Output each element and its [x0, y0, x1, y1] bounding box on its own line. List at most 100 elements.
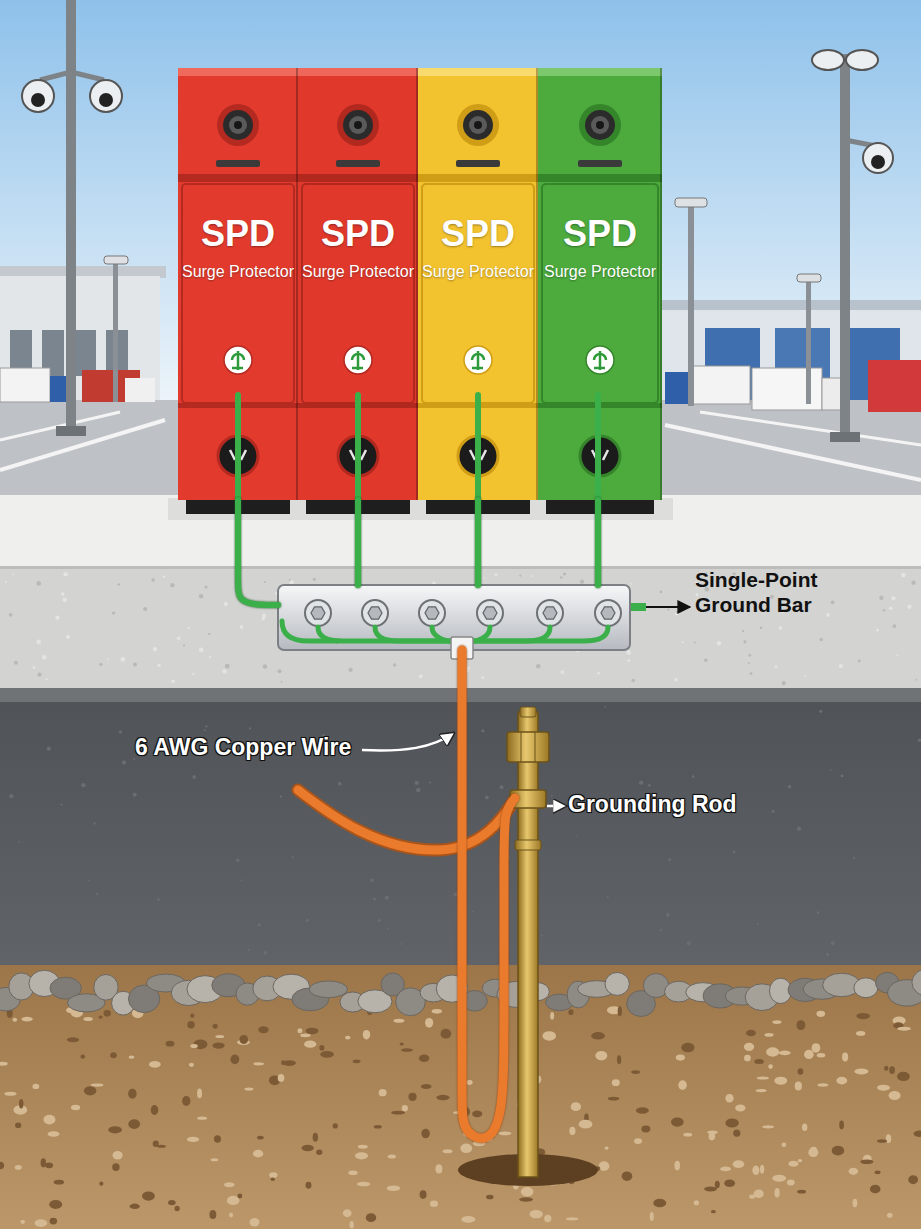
soil-grain — [425, 1018, 433, 1028]
soil-grain — [599, 1161, 610, 1171]
soil-grain — [213, 1024, 218, 1029]
wall-speck — [772, 810, 775, 813]
soil-grain — [34, 1219, 47, 1227]
gravel-stone — [605, 972, 629, 995]
ground-wire — [475, 395, 481, 500]
concrete-speck — [112, 611, 115, 614]
soil-grain — [839, 1120, 844, 1129]
terminal-rim — [579, 104, 621, 146]
soil-grain — [420, 1190, 427, 1199]
soil-grain — [400, 1043, 404, 1046]
soil-grain — [313, 1133, 318, 1142]
wall-speck — [639, 781, 643, 785]
soil-grain — [774, 1077, 787, 1085]
concrete-speck — [42, 655, 46, 659]
concrete-speck — [289, 579, 291, 581]
soil-grain — [319, 1045, 324, 1051]
soil-grain — [787, 1179, 795, 1185]
soil-grain — [168, 1200, 176, 1205]
wall-speck — [551, 795, 553, 797]
leader-arrow — [646, 606, 690, 608]
soil-grain — [0, 1062, 8, 1066]
wall-speck — [81, 783, 85, 787]
wall-speck — [830, 769, 832, 771]
camera-dome — [863, 143, 893, 173]
soil-grain — [725, 1118, 738, 1127]
concrete-speck — [12, 573, 14, 575]
module-subtitle: Surge Protector — [538, 263, 662, 281]
soil-grain — [15, 1165, 22, 1170]
wall-speck — [60, 804, 62, 806]
ground-wire — [595, 500, 601, 585]
module-groove — [178, 174, 298, 182]
soil-grain — [67, 1037, 79, 1042]
concrete-speck — [121, 657, 126, 662]
camera-dome — [90, 80, 122, 112]
soil-grain — [43, 1115, 55, 1125]
concrete-speck — [63, 572, 67, 576]
soil-grain — [393, 1019, 404, 1023]
concrete-speck — [151, 578, 155, 582]
soil-grain — [366, 1213, 376, 1222]
soil-grain — [797, 1190, 806, 1194]
soil-grain — [636, 1107, 649, 1113]
terminal-hole — [474, 121, 482, 129]
soil-grain — [253, 1062, 264, 1065]
concrete-speck — [348, 668, 352, 672]
soil-grain — [306, 1028, 319, 1034]
soil-grain — [671, 1117, 684, 1126]
concrete-speck — [171, 680, 175, 684]
concrete-speck — [163, 575, 165, 577]
wall-speck — [508, 856, 510, 858]
status-window — [336, 160, 380, 167]
module-divider — [536, 68, 538, 500]
soil-grain — [20, 1220, 25, 1224]
soil-grain — [212, 1042, 224, 1048]
soil-grain — [550, 1012, 554, 1020]
camera-bracket — [40, 72, 104, 80]
concrete-speck — [858, 660, 861, 663]
soil-grain — [408, 1093, 416, 1101]
soil-grain — [379, 1089, 387, 1096]
pole-base — [56, 426, 86, 436]
soil-grain — [45, 1162, 53, 1168]
concrete-speck — [33, 666, 36, 669]
rod-nut — [507, 732, 549, 762]
wall-speck — [47, 747, 51, 751]
soil-grain — [674, 1161, 680, 1171]
soil-grain — [569, 1127, 575, 1135]
soil-grain — [130, 1204, 140, 1210]
soil-grain — [568, 1009, 573, 1015]
concrete-speck — [901, 573, 906, 578]
light-pole — [688, 206, 694, 406]
bar-tab — [630, 603, 646, 611]
soil-grain — [622, 1171, 633, 1181]
soil-grain — [190, 1013, 194, 1017]
concrete-speck — [760, 626, 763, 629]
soil-grain — [21, 1017, 32, 1022]
terminal — [585, 110, 615, 140]
grounding-rod: Grounding Rod — [515, 712, 541, 1177]
soil-grain — [151, 1105, 159, 1115]
concrete-speck — [819, 638, 823, 642]
concrete-speck — [495, 573, 498, 576]
rod-cap — [520, 707, 536, 717]
concrete-speck — [694, 642, 696, 644]
soil-grain — [889, 1066, 895, 1074]
concrete-speck — [483, 577, 485, 579]
concrete-speck — [481, 676, 484, 679]
concrete-speck — [192, 673, 194, 675]
concrete-speck — [667, 609, 669, 611]
concrete-speck — [916, 679, 918, 681]
soil-grain — [316, 1149, 322, 1155]
wall-speck — [18, 841, 20, 843]
soil-grain — [230, 1055, 239, 1065]
soil-grain — [358, 1145, 368, 1149]
soil-grain — [345, 1036, 350, 1040]
soil-grain — [227, 1196, 240, 1205]
wall-speck — [133, 758, 135, 760]
wall-speck — [817, 911, 820, 914]
ground-wire — [238, 500, 278, 605]
soil-grain — [320, 1051, 334, 1058]
